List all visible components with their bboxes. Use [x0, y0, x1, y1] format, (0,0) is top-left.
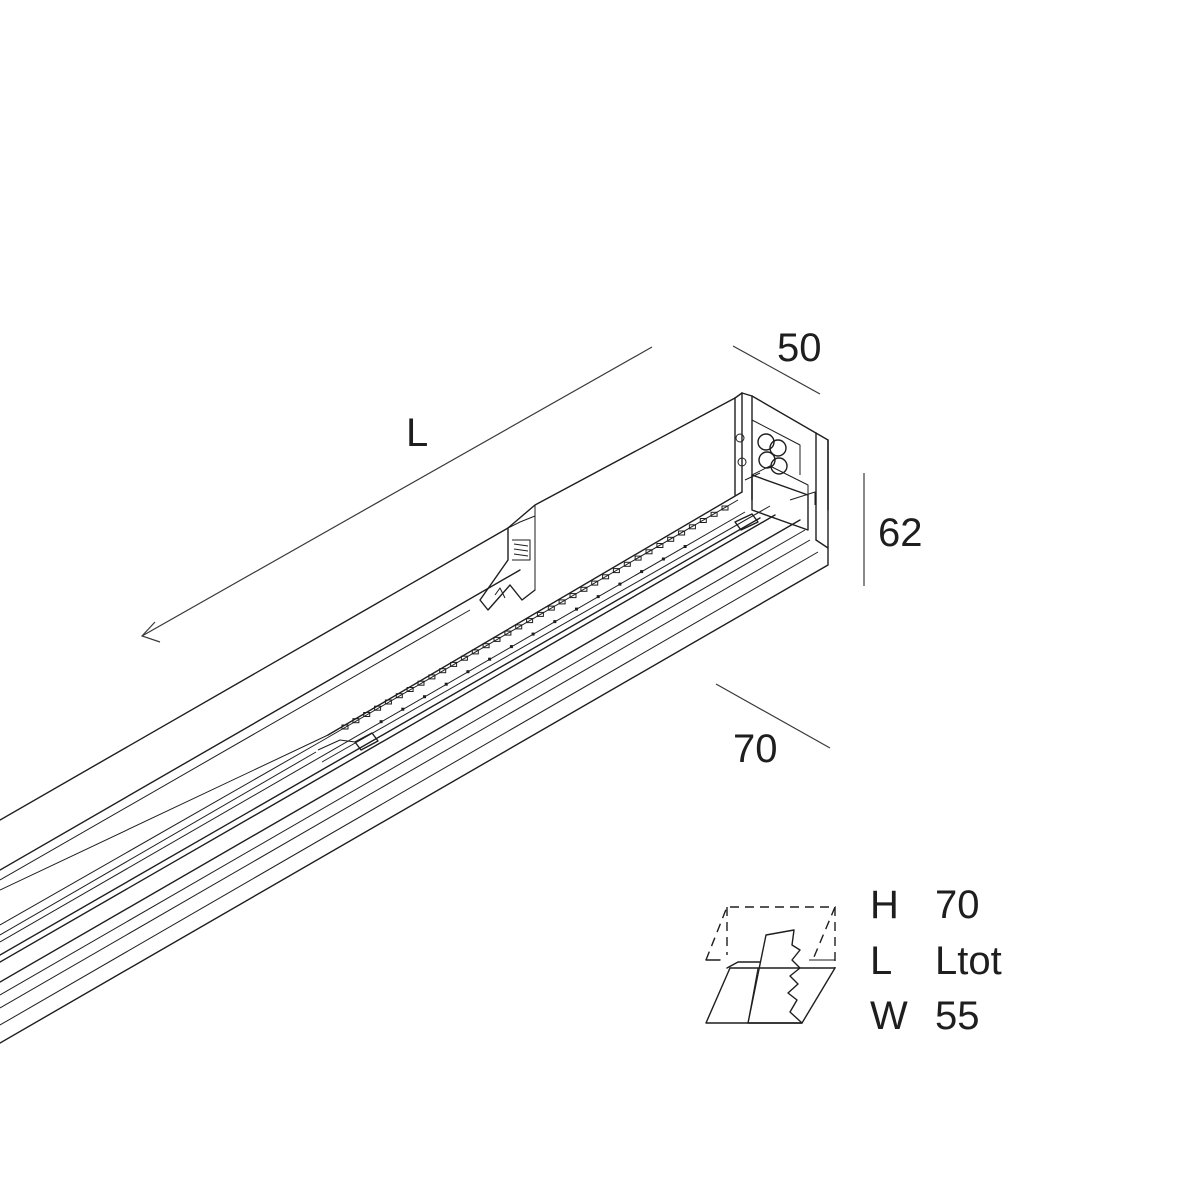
led-dot: [466, 670, 470, 674]
end-cap: [735, 419, 816, 531]
led-dot: [553, 620, 557, 624]
led-dot: [618, 582, 622, 586]
length-label: L: [406, 411, 428, 455]
depth-dimension-line: [732, 345, 821, 395]
led-slot: [721, 505, 729, 511]
spec-value-height: 70: [935, 883, 980, 927]
led-slot: [678, 530, 686, 536]
led-slot: [699, 518, 707, 523]
led-slot: [656, 543, 664, 548]
profile-housing: [0, 392, 829, 1044]
width-label: 70: [733, 727, 778, 771]
led-dot: [531, 632, 535, 636]
mounting-clip: [479, 527, 536, 611]
led-slot: [460, 655, 468, 661]
spec-value-width: 55: [935, 994, 980, 1038]
spec-table: H 70 L Ltot W 55: [870, 883, 1002, 1038]
led-dot: [444, 682, 448, 686]
height-label: 62: [878, 511, 923, 555]
led-dot: [509, 645, 513, 649]
led-slot: [450, 661, 458, 667]
led-slot: [341, 724, 349, 730]
led-slot: [547, 605, 555, 611]
led-slot: [363, 712, 371, 717]
length-dimension: [140, 346, 653, 643]
led-slot: [536, 611, 544, 617]
led-slot: [384, 699, 392, 705]
led-slot: [352, 718, 360, 724]
led-slot: [526, 618, 534, 624]
led-dot: [423, 695, 426, 699]
led-slot: [710, 511, 718, 517]
recessed-installation-icon: [705, 906, 836, 1024]
led-slot: [634, 555, 642, 561]
led-slot: [580, 586, 588, 592]
led-dot: [575, 607, 578, 611]
led-dot: [661, 557, 665, 561]
depth-label: 50: [777, 326, 822, 370]
led-slot: [439, 668, 447, 674]
led-slot: [482, 643, 490, 649]
spec-key-length: L: [870, 939, 892, 983]
led-slot: [623, 561, 631, 567]
spec-key-height: H: [870, 883, 899, 927]
led-dot: [640, 570, 644, 574]
spec-value-length: Ltot: [935, 939, 1002, 983]
led-slot: [645, 549, 653, 555]
led-slot: [428, 674, 436, 680]
led-slot: [667, 536, 675, 542]
led-slot: [515, 624, 523, 630]
led-slot: [493, 636, 501, 642]
width-dimension-line: [715, 683, 831, 749]
spec-key-width: W: [870, 994, 908, 1038]
led-slot: [504, 630, 512, 636]
led-slot: [591, 580, 599, 586]
led-slot: [471, 649, 479, 655]
led-slot: [395, 693, 403, 699]
led-slot: [612, 568, 620, 574]
led-slot: [569, 593, 577, 599]
led-dot: [596, 595, 600, 599]
led-slot: [374, 705, 382, 711]
led-slot: [558, 599, 566, 605]
led-slot: [406, 687, 414, 692]
led-dot: [488, 657, 492, 661]
tray-clips: [317, 513, 759, 751]
led-slot: [417, 680, 425, 686]
led-dot: [379, 720, 383, 724]
led-dot: [401, 707, 405, 711]
led-dot: [683, 545, 687, 548]
led-slot: [688, 524, 696, 530]
led-slot: [602, 574, 610, 580]
led-holes: [341, 505, 729, 730]
